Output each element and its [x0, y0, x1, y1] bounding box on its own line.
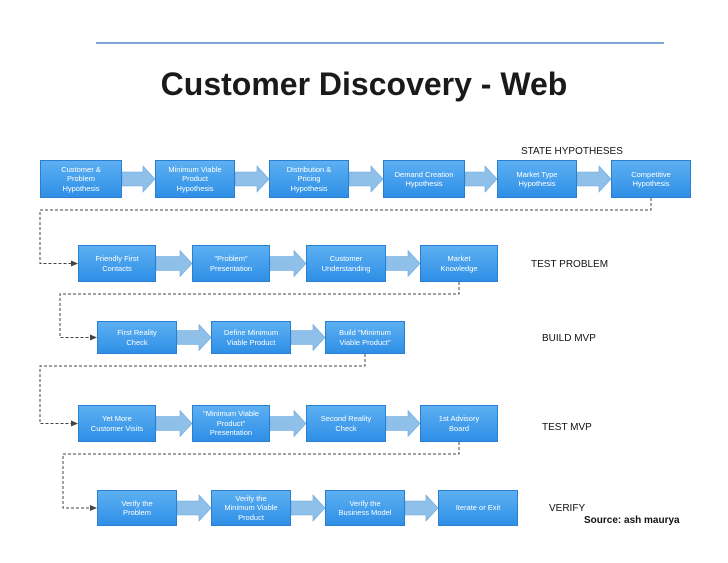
process-box: Verify the Business Model	[325, 490, 405, 526]
stage-label: TEST PROBLEM	[531, 259, 609, 270]
title-divider	[96, 42, 664, 44]
connector-arrowhead	[90, 334, 97, 341]
flow-arrow	[269, 249, 307, 278]
flow-arrow	[576, 165, 612, 193]
process-box: Build "Minimum Viable Product"	[325, 321, 405, 354]
process-box: Competitive Hypothesis	[611, 160, 691, 198]
flow-arrow	[269, 409, 307, 438]
process-box: First Reality Check	[97, 321, 177, 354]
process-box: Verify the Minimum Viable Product	[211, 490, 291, 526]
flow-arrow	[290, 494, 326, 522]
row-connector	[59, 282, 460, 338]
stage-label: TEST MVP	[542, 422, 592, 433]
connector-arrowhead	[71, 420, 78, 427]
stage-label: STATE HYPOTHESES	[521, 146, 623, 157]
flow-arrow	[385, 409, 421, 438]
process-box: "Minimum Viable Product" Presentation	[192, 405, 270, 442]
process-box: Yet More Customer Visits	[78, 405, 156, 442]
connector-arrowhead	[71, 260, 78, 267]
connector-arrowhead	[90, 505, 97, 511]
process-box: Friendly First Contacts	[78, 245, 156, 282]
source-credit: Source: ash maurya	[584, 515, 680, 526]
flow-arrow	[155, 409, 193, 438]
process-box: "Problem" Presentation	[192, 245, 270, 282]
stage-label: BUILD MVP	[542, 333, 596, 344]
flow-arrow	[348, 165, 384, 193]
process-box: Distribution & Pricing Hypothesis	[269, 160, 349, 198]
flow-arrow	[121, 165, 156, 193]
process-box: Customer & Problem Hypothesis	[40, 160, 122, 198]
flow-arrow	[464, 165, 498, 193]
flow-arrow	[176, 494, 212, 522]
process-box: Define Minimum Viable Product	[211, 321, 291, 354]
stage-label: VERIFY	[549, 503, 586, 514]
process-box: Demand Creation Hypothesis	[383, 160, 465, 198]
row-connector	[62, 442, 460, 509]
row-connector	[39, 354, 366, 424]
flow-arrow	[176, 323, 212, 352]
process-box: 1st Advisory Board	[420, 405, 498, 442]
process-box: Minimum Viable Product Hypothesis	[155, 160, 235, 198]
flow-arrow	[234, 165, 270, 193]
process-box: Market Type Hypothesis	[497, 160, 577, 198]
process-box: Verify the Problem	[97, 490, 177, 526]
process-box: Iterate or Exit	[438, 490, 518, 526]
flow-arrow	[290, 323, 326, 352]
flow-arrow	[404, 494, 439, 522]
flow-arrow	[155, 249, 193, 278]
process-box: Second Reality Check	[306, 405, 386, 442]
flow-arrow	[385, 249, 421, 278]
page-title: Customer Discovery - Web	[160, 66, 568, 102]
process-box: Customer Understanding	[306, 245, 386, 282]
row-connector	[39, 198, 652, 264]
process-box: Market Knowledge	[420, 245, 498, 282]
